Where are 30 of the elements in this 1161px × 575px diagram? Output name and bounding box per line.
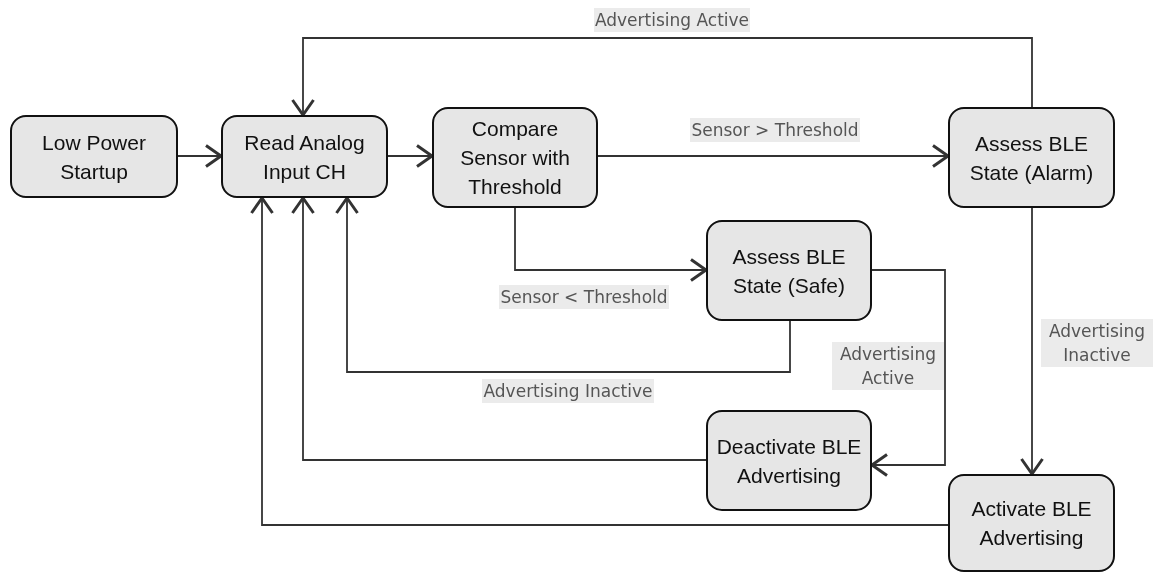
state-box	[948, 107, 1115, 208]
state-name: Read Analog Input CH	[243, 129, 366, 185]
arrow	[291, 37, 1033, 117]
edge-label: Sensor < Threshold	[499, 285, 669, 309]
state-box	[10, 115, 178, 198]
arrow	[335, 196, 791, 373]
edge-label: Advertising Inactive	[482, 379, 654, 403]
state-box	[221, 115, 388, 198]
edge-label: Sensor > Threshold	[690, 118, 860, 142]
arrow	[177, 144, 223, 168]
arrow	[597, 144, 950, 168]
arrow	[250, 196, 949, 526]
arrow	[514, 207, 708, 282]
state-box	[948, 474, 1115, 572]
arrow	[291, 196, 707, 461]
edge-label: Advertising Inactive	[1041, 319, 1153, 367]
state-box	[706, 410, 872, 511]
state-name: Activate BLE Advertising	[970, 496, 1093, 551]
edge-label: Advertising Active	[593, 8, 751, 32]
state-name: Compare Sensor with Threshold	[459, 116, 571, 200]
state-box	[706, 220, 872, 321]
state-name: Deactivate BLE Advertising	[715, 433, 863, 489]
edge-label: Advertising Active	[832, 342, 944, 390]
arrow	[387, 144, 434, 168]
state-name: Assess BLE State (Safe)	[731, 243, 847, 299]
arrow	[1020, 207, 1044, 476]
arrow	[870, 269, 946, 477]
state-name: Low Power Startup	[41, 129, 147, 185]
state-box	[432, 107, 598, 208]
state-name: Assess BLE State (Alarm)	[968, 130, 1095, 186]
